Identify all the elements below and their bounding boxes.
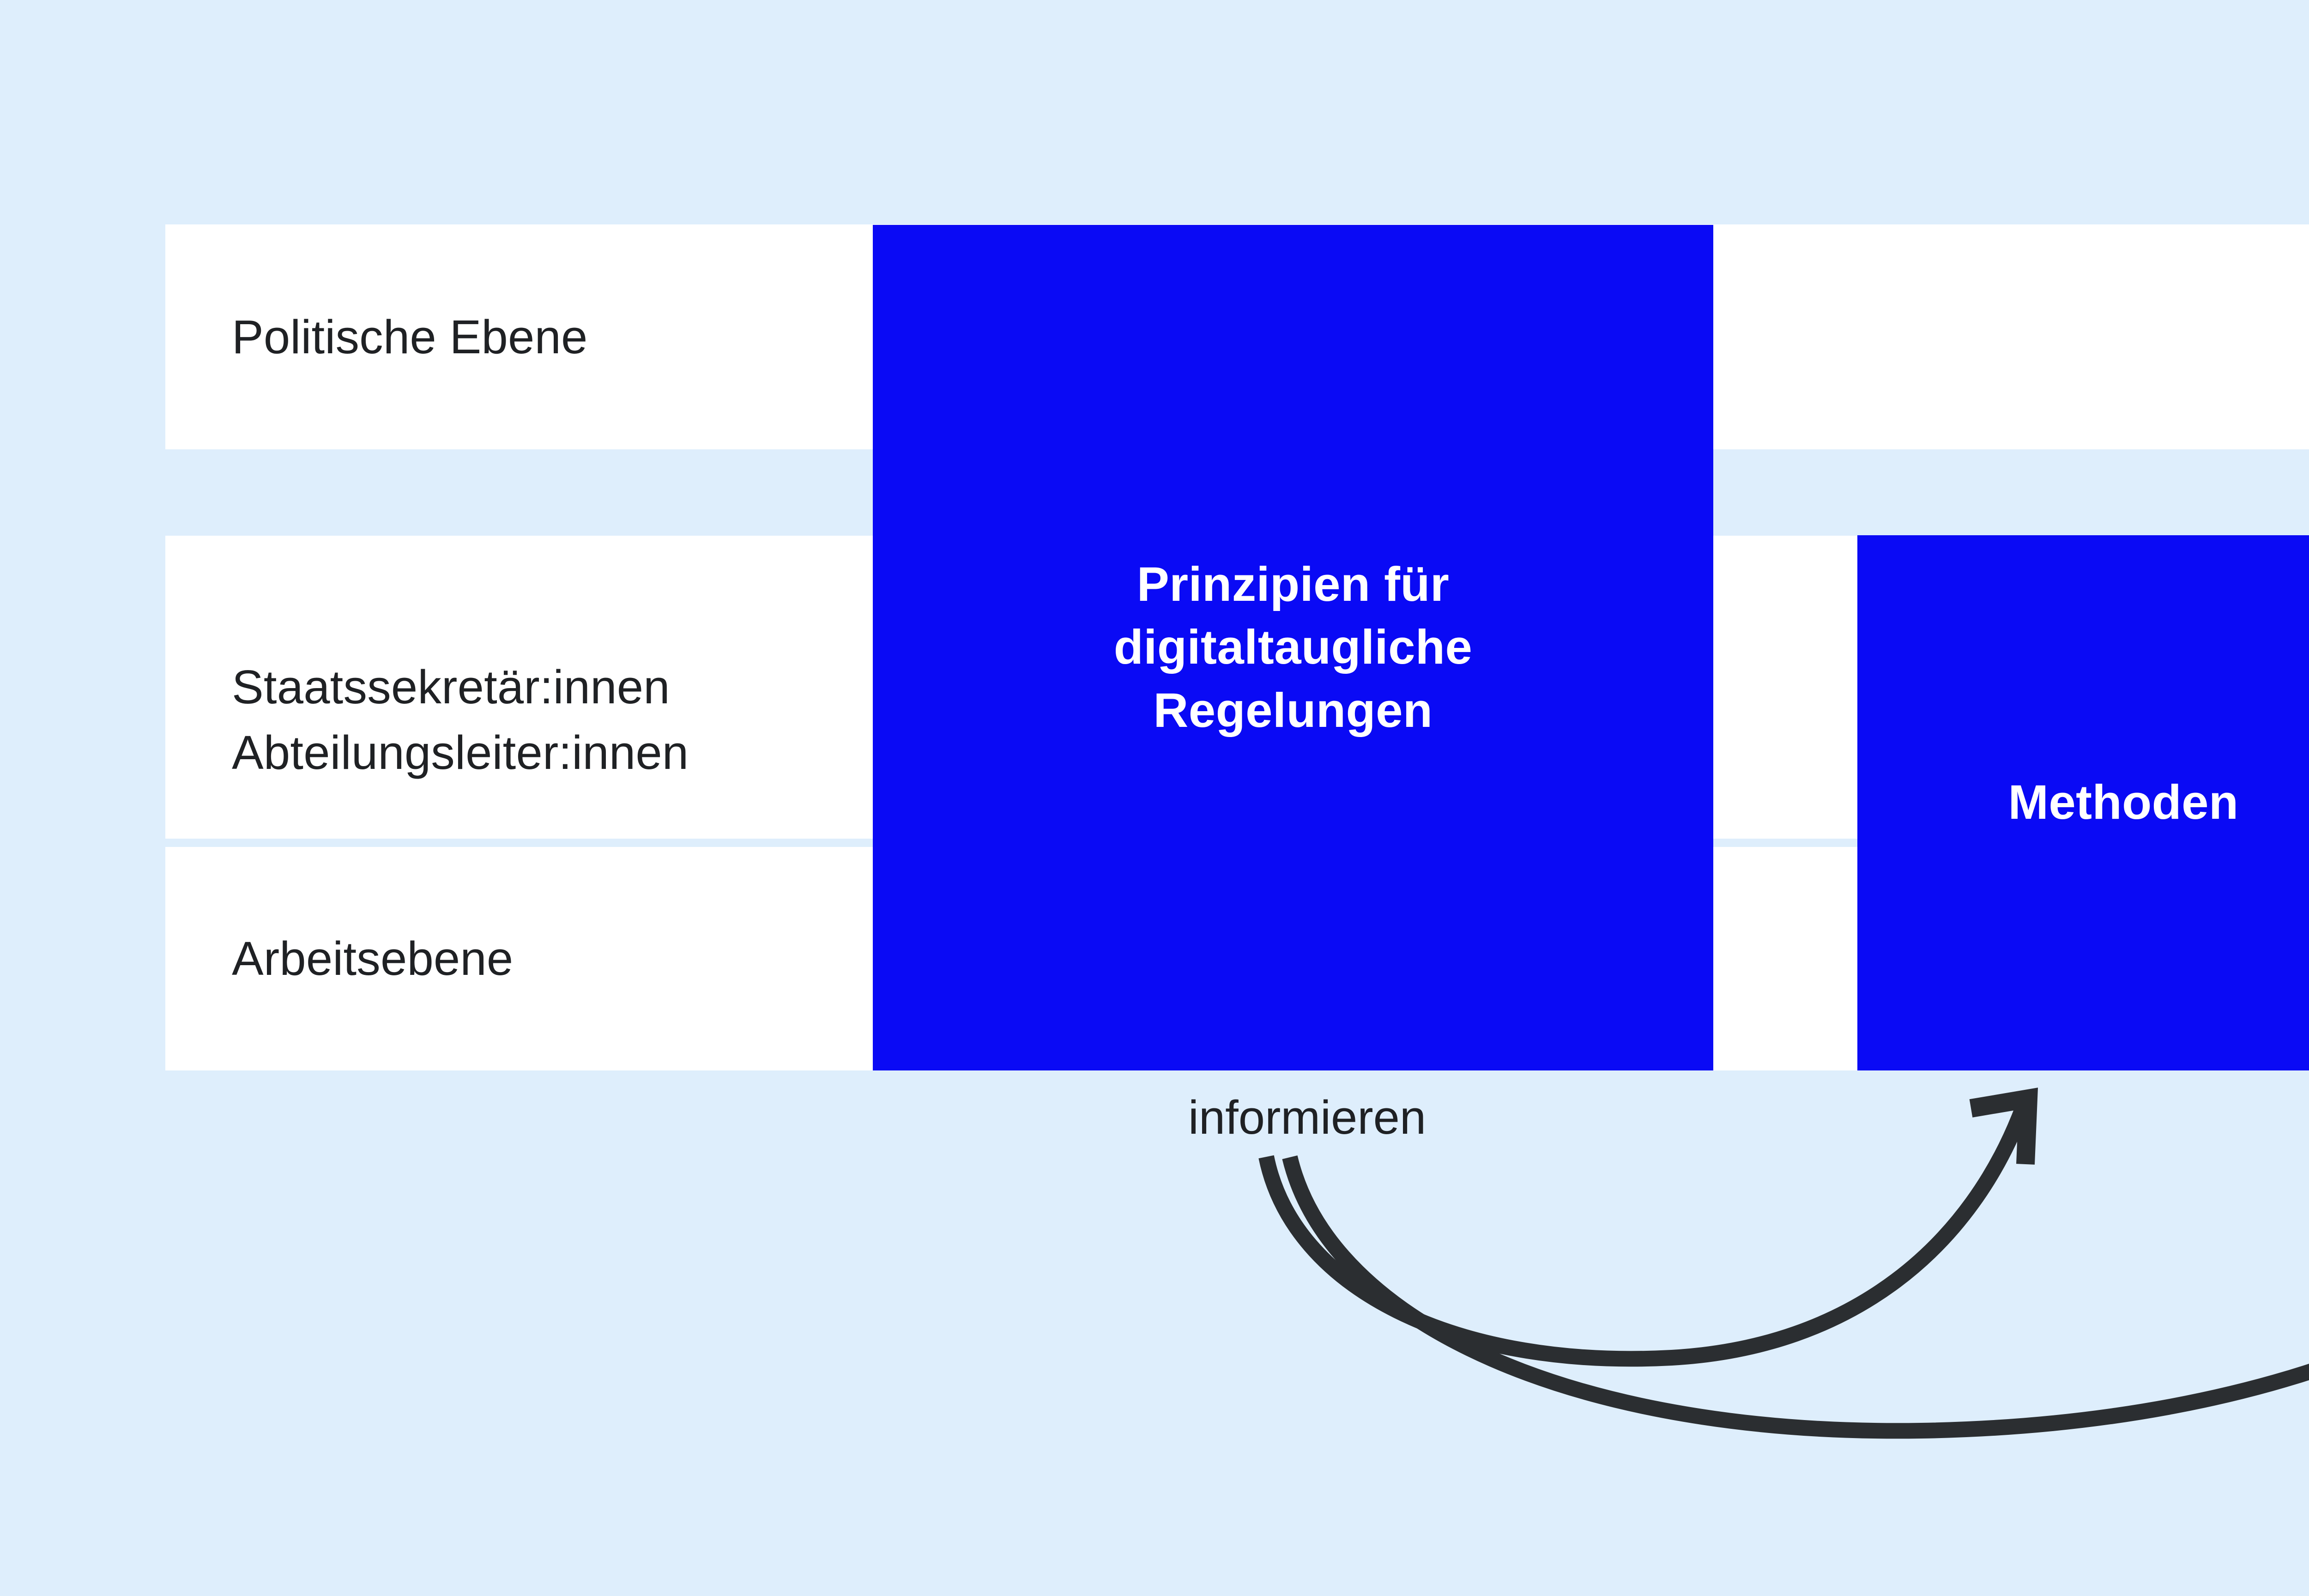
row-label-politische-ebene: Politische Ebene — [232, 310, 588, 363]
block-prinzipien[interactable]: Prinzipien für digitaltaugliche Regelung… — [873, 225, 1713, 1070]
informieren-label: informieren — [1188, 1091, 1427, 1144]
row-label-staatssekretaere: Staatssekretär:innen Abteilungsleiter:in… — [232, 660, 689, 779]
block-prinzipien-label: Prinzipien für digitaltaugliche Regelung… — [1113, 557, 1473, 738]
row-label-arbeitsebene: Arbeitsebene — [232, 932, 514, 985]
block-methoden[interactable]: Methoden — [1857, 535, 2309, 1070]
block-methoden-label: Methoden — [2008, 775, 2239, 830]
arrow-prinzipien-to-leitfragen-icon — [1282, 1155, 2309, 1439]
